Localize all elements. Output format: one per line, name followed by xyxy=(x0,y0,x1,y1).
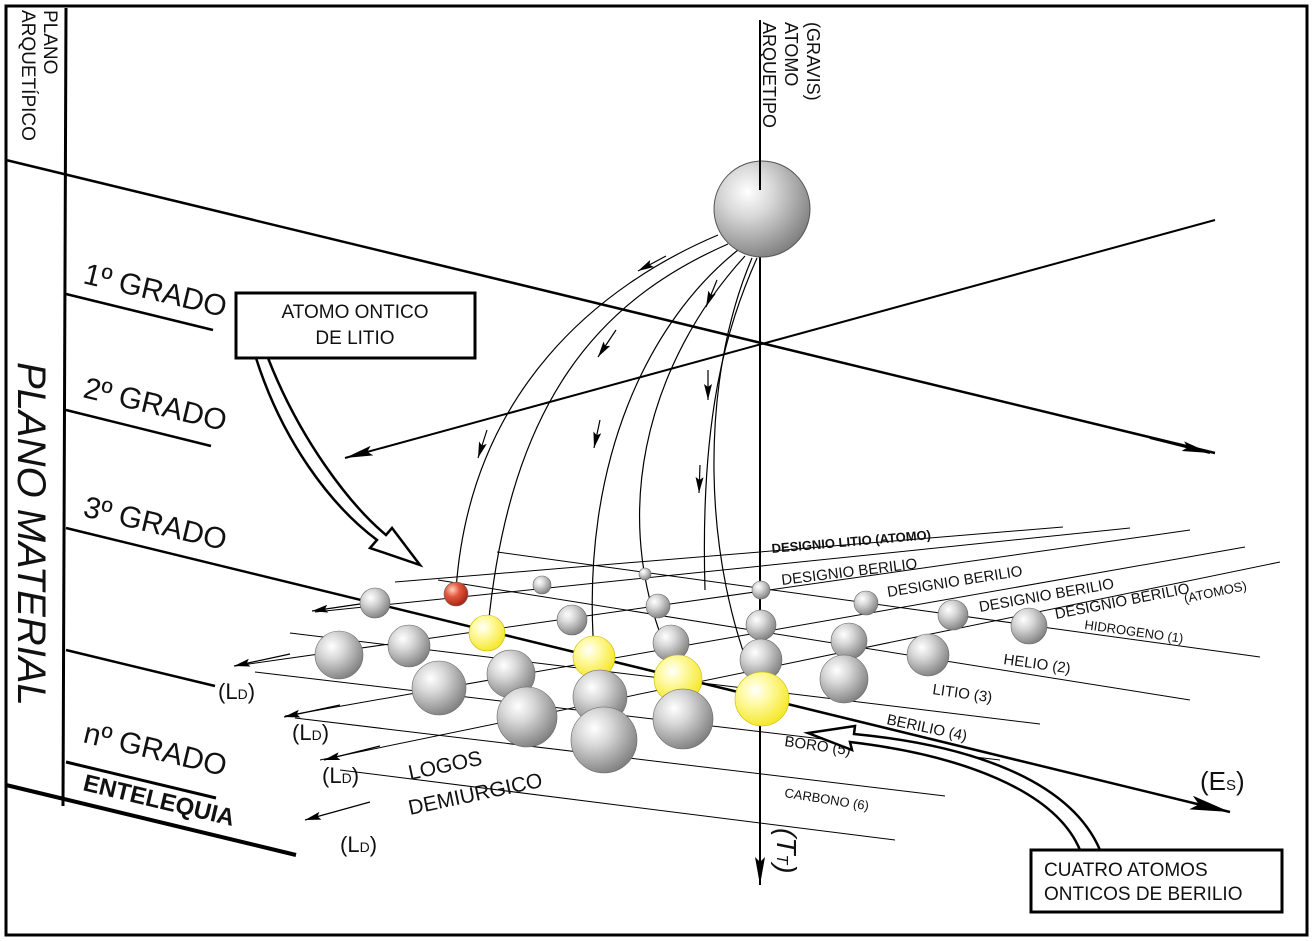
svg-text:(LD): (LD) xyxy=(292,720,329,745)
ld-label-1: (LD) xyxy=(218,679,255,704)
svg-text:CUATRO ATOMOS: CUATRO ATOMOS xyxy=(1044,860,1208,881)
atom-c12 xyxy=(830,622,868,660)
svg-text:PLANO: PLANO xyxy=(39,10,60,74)
atom-c18 xyxy=(819,654,869,704)
atom-c14 xyxy=(314,630,364,680)
designio-atomos-label: (ATOMOS) xyxy=(1183,578,1249,606)
svg-text:ARQUETÍPICO: ARQUETÍPICO xyxy=(17,10,38,141)
arquetipico-separator xyxy=(5,158,1216,455)
gravis-curve-arrows xyxy=(477,255,718,494)
grado-3-label: 3º GRADO xyxy=(80,491,230,557)
outer-frame xyxy=(4,4,1309,937)
svg-text:ARQUETIPO: ARQUETIPO xyxy=(759,22,779,128)
atom-c23 xyxy=(652,688,714,750)
helio-label: HELIO (2) xyxy=(1002,651,1071,677)
atom-c15 xyxy=(387,624,431,668)
tt-label: (TT) xyxy=(771,828,802,874)
axis-es-line xyxy=(65,526,1231,814)
logos-label: LOGOS xyxy=(406,747,484,785)
atom-c7 xyxy=(937,599,969,631)
entelequia-separator xyxy=(5,783,297,857)
arquetipo-label: ARQUETIPO ATOMO (GRAVIS) xyxy=(759,22,823,128)
carbono-label: CARBONO (6) xyxy=(784,785,871,813)
callout-berilio: CUATRO ATOMOS ONTICOS DE BERILIO xyxy=(803,724,1284,914)
atom-c19 xyxy=(411,660,467,716)
litio-label: LITIO (3) xyxy=(931,681,993,706)
svg-text:(ES): (ES) xyxy=(1200,766,1245,796)
left-vertical-divider xyxy=(61,7,68,807)
atom-c5 xyxy=(751,580,771,600)
atom-y1 xyxy=(468,614,506,652)
atom-c3 xyxy=(532,575,552,595)
atom-spheres xyxy=(314,567,1048,774)
designio-litio-label: DESIGNIO LITIO (ATOMO) xyxy=(771,527,932,556)
svg-text:(LD): (LD) xyxy=(218,679,255,704)
svg-text:DE LITIO: DE LITIO xyxy=(315,328,394,349)
grado-1-label: 1º GRADO xyxy=(80,258,230,324)
atom-c13 xyxy=(906,633,950,677)
atom-c24 xyxy=(570,706,638,774)
ld-label-4: (LD) xyxy=(340,832,377,857)
entelequia-top-line xyxy=(65,760,217,800)
grado-2-line xyxy=(65,408,212,448)
svg-text:(GRAVIS): (GRAVIS) xyxy=(803,22,823,101)
svg-text:ONTICOS DE BERILIO: ONTICOS DE BERILIO xyxy=(1044,884,1242,905)
grado-1-line xyxy=(65,292,214,332)
callout-litio: ATOMO ONTICO DE LITIO xyxy=(234,291,477,568)
svg-text:(LD): (LD) xyxy=(340,832,377,857)
es-label: (ES) xyxy=(1200,766,1245,796)
atom-c8 xyxy=(1010,607,1048,645)
designio-arrows xyxy=(233,603,381,821)
svg-text:ATOMO: ATOMO xyxy=(781,22,801,86)
hidrogeno-label: HIDROGENO (1) xyxy=(1084,617,1185,646)
grado-2-label: 2º GRADO xyxy=(80,372,230,438)
atom-c22 xyxy=(496,686,558,748)
element-lines xyxy=(254,551,1261,841)
atom-c9 xyxy=(556,604,588,636)
atom-y4 xyxy=(734,671,790,727)
svg-text:(TT): (TT) xyxy=(771,828,802,874)
atom-lithium-red xyxy=(443,581,469,607)
axis-diagonal-left-head xyxy=(1149,437,1211,454)
atom-c11 xyxy=(745,609,777,641)
ld-label-3: (LD) xyxy=(322,763,359,788)
plano-arquetipico-label: PLANO ARQUETÍPICO xyxy=(17,10,60,141)
atom-c1 xyxy=(359,587,391,619)
atom-c6 xyxy=(853,590,879,616)
svg-text:ATOMO ONTICO: ATOMO ONTICO xyxy=(281,302,428,323)
gravis-curves xyxy=(455,234,761,696)
ld-label-2: (LD) xyxy=(292,720,329,745)
atom-c4 xyxy=(638,567,652,581)
atom-c10 xyxy=(645,593,671,619)
arquetipo-atom xyxy=(713,160,811,258)
svg-text:(LD): (LD) xyxy=(322,763,359,788)
axis-diagonal-right xyxy=(344,219,1216,459)
plano-material-label: PLANO MATERIAL xyxy=(9,362,53,706)
grado-n-line xyxy=(65,648,216,688)
